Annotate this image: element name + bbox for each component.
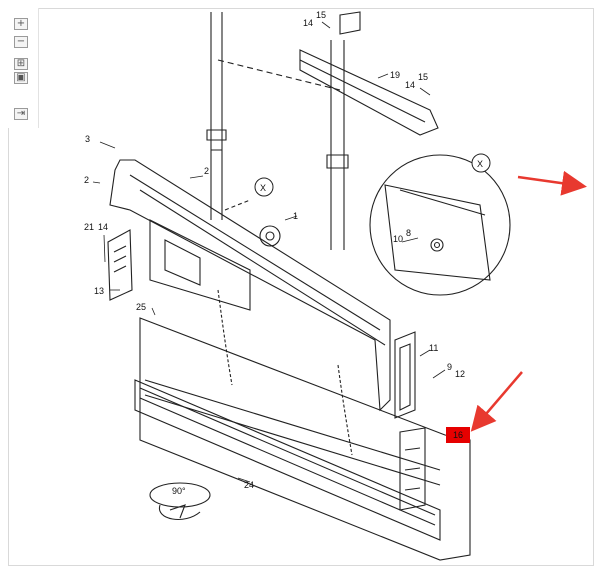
label-part-8: 8 — [406, 228, 411, 238]
label-part-15: 15 — [316, 10, 326, 20]
toggle-parts-list-button[interactable]: ⇥ — [14, 108, 28, 120]
label-part-13: 13 — [94, 286, 104, 296]
label-part-19: 19 — [390, 70, 400, 80]
fit-page-button[interactable]: ▣ — [14, 72, 28, 84]
rotation-angle-label: 90° — [172, 486, 186, 496]
label-part-1: 1 — [293, 211, 298, 221]
label-part-2: 2 — [204, 166, 209, 176]
label-part-25: 25 — [136, 302, 146, 312]
zoom-out-button[interactable]: − — [14, 36, 28, 48]
label-part-16: 16 — [452, 430, 463, 440]
label-part-14: 14 — [405, 80, 415, 90]
label-part-21: 21 — [84, 222, 94, 232]
label-part-24: 24 — [244, 480, 254, 490]
label-part-14: 14 — [303, 18, 313, 28]
label-part-2: 2 — [84, 175, 89, 185]
label-part-9: 9 — [447, 362, 452, 372]
label-part-14: 14 — [98, 222, 108, 232]
detail-x-marker: X — [477, 159, 483, 169]
viewer-toolbar: + − ⊞ ▣ ⇥ — [8, 8, 39, 128]
label-part-3: 3 — [85, 134, 90, 144]
arrow-to-part-16 — [470, 371, 523, 432]
part-labels: 1 2 2 3 8 9 10 11 12 13 14 14 14 15 15 1… — [84, 10, 465, 496]
zoom-in-button[interactable]: + — [14, 18, 28, 30]
arrow-right-annotation — [517, 170, 587, 196]
diagram-frame — [8, 8, 594, 566]
label-part-12: 12 — [455, 369, 465, 379]
annotation-arrows — [470, 170, 587, 432]
highlighted-part-16-callout[interactable]: 16 — [446, 427, 470, 443]
label-leaders — [92, 21, 446, 483]
parts-linework — [107, 11, 511, 561]
label-part-11: 11 — [429, 343, 438, 353]
detail-x-marker: X — [260, 183, 266, 193]
detail-x-markers: X X — [254, 153, 491, 197]
label-part-10: 10 — [393, 234, 403, 244]
label-part-15: 15 — [418, 72, 428, 82]
fit-all-button[interactable]: ⊞ — [14, 58, 28, 70]
